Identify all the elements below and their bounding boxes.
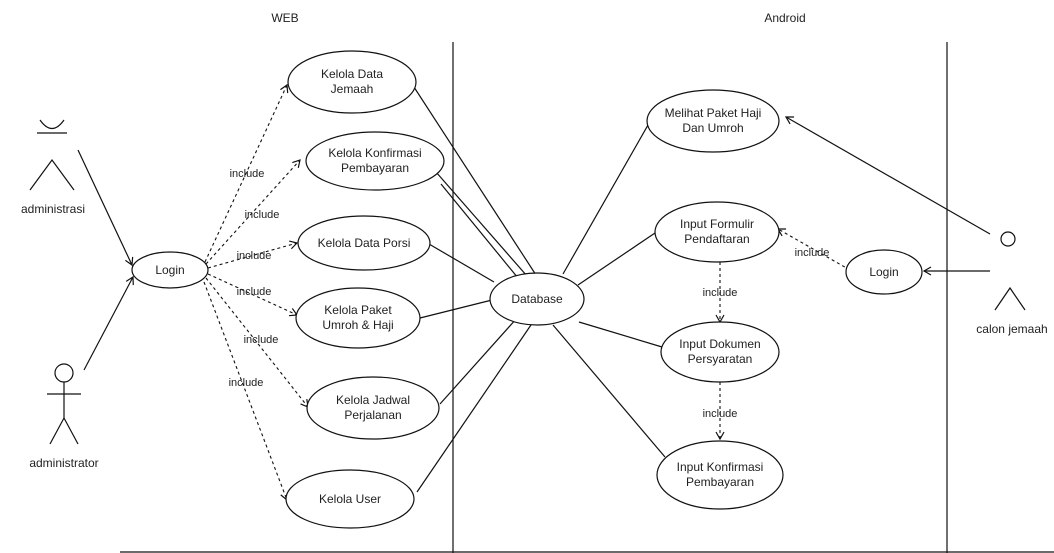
usecase-kelola-jadwal: Kelola Jadwal Perjalanan — [306, 376, 440, 440]
include-label-5: include — [244, 334, 279, 346]
usecase-input-formulir: Input Formulir Pendaftaran — [654, 201, 780, 263]
include-label-android-3: include — [703, 408, 738, 420]
usecase-input-dokumen-line2: Persyaratan — [688, 352, 753, 366]
include-label-1: include — [230, 168, 265, 180]
include-line-paket — [207, 273, 299, 317]
usecase-kelola-data-porsi-line1: Kelola Data Porsi — [318, 236, 411, 250]
usecase-login-web: Login — [131, 251, 209, 289]
usecase-kelola-data-jemaah: Kelola Data Jemaah — [287, 50, 417, 114]
include-label-4: include — [237, 286, 272, 298]
actor-label-administrasi: administrasi — [21, 202, 85, 216]
usecase-kelola-paket-line1: Kelola Paket — [324, 303, 392, 317]
usecase-melihat-paket-line1: Melihat Paket Haji — [665, 106, 762, 120]
usecase-input-konfirmasi-line2: Pembayaran — [686, 475, 754, 489]
actor-calon-jemaah — [994, 231, 1026, 311]
usecase-input-dokumen: Input Dokumen Persyaratan — [660, 321, 780, 383]
usecase-kelola-data-jemaah-line2: Jemaah — [331, 82, 374, 96]
usecase-kelola-konfirmasi-line2: Pembayaran — [341, 161, 409, 175]
include-line-login-formulir — [776, 228, 851, 271]
usecase-melihat-paket-line2: Dan Umroh — [682, 121, 743, 135]
usecase-database-line1: Database — [511, 292, 563, 306]
usecase-kelola-jadwal-line1: Kelola Jadwal — [336, 393, 410, 407]
usecase-input-dokumen-line1: Input Dokumen — [679, 337, 760, 351]
db-link-jadwal — [439, 317, 518, 405]
usecase-kelola-paket: Kelola Paket Umroh & Haji — [295, 287, 421, 349]
usecase-kelola-data-porsi: Kelola Data Porsi — [297, 215, 431, 271]
usecase-kelola-konfirmasi-line1: Kelola Konfirmasi — [328, 146, 421, 160]
actor-administrasi — [29, 119, 75, 191]
usecase-kelola-user-line1: Kelola User — [319, 492, 381, 506]
db-link-konfirmasi-android — [552, 324, 666, 458]
db-link-konfirmasi-b — [440, 183, 519, 279]
usecase-input-formulir-line1: Input Formulir — [680, 217, 754, 231]
usecase-kelola-data-jemaah-line1: Kelola Data — [321, 67, 383, 81]
include-label-2: include — [245, 209, 280, 221]
usecase-input-konfirmasi: Input Konfirmasi Pembayaran — [656, 440, 784, 510]
assoc-administrator-login — [83, 275, 134, 371]
section-title-android: Android — [764, 11, 805, 25]
db-link-konfirmasi-a — [435, 171, 528, 277]
usecase-melihat-paket: Melihat Paket Haji Dan Umroh — [646, 89, 780, 153]
db-link-data-jemaah — [411, 83, 537, 276]
db-link-data-porsi — [428, 243, 495, 283]
assoc-calon-jemaah-melihat — [784, 116, 991, 235]
db-link-dokumen — [578, 321, 663, 348]
actor-administrator — [47, 363, 81, 445]
actor-label-administrator: administrator — [29, 456, 98, 470]
usecase-kelola-konfirmasi-pembayaran: Kelola Konfirmasi Pembayaran — [305, 131, 445, 191]
include-label-android-2: include — [703, 287, 738, 299]
db-link-user — [416, 321, 534, 493]
assoc-administrasi-login — [77, 149, 134, 267]
usecase-input-konfirmasi-line1: Input Konfirmasi — [677, 460, 764, 474]
include-line-user — [203, 281, 289, 502]
db-link-paket — [419, 299, 493, 319]
include-line-data-jemaah — [204, 83, 289, 263]
include-label-3: include — [237, 250, 272, 262]
svg-text:Login: Login — [155, 263, 184, 277]
include-label-6: include — [229, 377, 264, 389]
usecase-kelola-user: Kelola User — [285, 469, 415, 529]
usecase-login-android: Login — [845, 249, 923, 295]
usecase-kelola-jadwal-line2: Perjalanan — [344, 408, 401, 422]
section-title-web: WEB — [271, 11, 298, 25]
actor-label-calon-jemaah: calon jemaah — [976, 322, 1047, 336]
db-link-melihat — [562, 103, 661, 275]
usecase-login-android-label: Login — [869, 265, 898, 279]
usecase-database: Database — [489, 272, 585, 326]
db-link-formulir — [577, 230, 659, 286]
include-line-konfirmasi — [205, 159, 301, 265]
usecase-input-formulir-line2: Pendaftaran — [684, 232, 749, 246]
include-label-android-1: include — [795, 247, 830, 259]
usecase-kelola-paket-line2: Umroh & Haji — [322, 318, 393, 332]
